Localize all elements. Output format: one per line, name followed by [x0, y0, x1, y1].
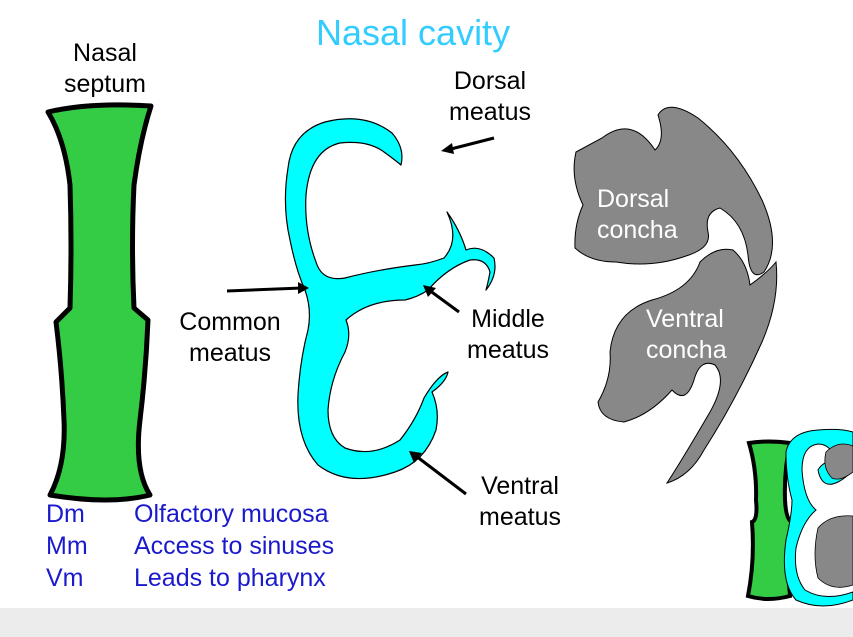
- label-common-meatus-line2: meatus: [189, 339, 271, 367]
- thumbnail-dorsal-concha-shape: [824, 443, 853, 480]
- label-ventral-concha-line2: concha: [646, 336, 727, 364]
- label-ventral-concha-line1: Ventral: [646, 305, 724, 333]
- label-nasal-septum-line2: septum: [64, 70, 146, 98]
- legend-row: Dm Olfactory mucosa: [46, 498, 334, 530]
- dorsal-concha-shape: [573, 106, 773, 276]
- label-ventral-meatus-line2: meatus: [479, 503, 561, 531]
- label-dorsal-meatus-line2: meatus: [449, 98, 531, 126]
- label-common-meatus-line1: Common: [179, 308, 281, 336]
- legend-meaning: Olfactory mucosa: [134, 500, 329, 528]
- legend-abbr: Dm: [46, 500, 85, 528]
- label-nasal-septum: Nasal septum: [55, 38, 155, 100]
- label-ventral-meatus-line1: Ventral: [481, 472, 559, 500]
- legend-meaning: Access to sinuses: [134, 532, 335, 560]
- label-middle-meatus-line2: meatus: [467, 336, 549, 364]
- arrowhead-middle-meatus: [423, 285, 436, 297]
- label-dorsal-concha: Dorsal concha: [597, 184, 678, 246]
- arrow-common-meatus: [226, 286, 303, 293]
- arrowhead-ventral-meatus: [409, 451, 422, 463]
- pointer-arrows: [226, 136, 495, 496]
- page-title: Nasal cavity: [316, 12, 511, 53]
- label-dorsal-meatus: Dorsal meatus: [440, 66, 540, 128]
- label-nasal-septum-line1: Nasal: [73, 39, 137, 67]
- arrow-middle-meatus: [428, 288, 460, 314]
- label-dorsal-concha-line1: Dorsal: [597, 185, 670, 213]
- ventral-concha-shape: [597, 248, 778, 484]
- label-dorsal-meatus-line1: Dorsal: [453, 67, 527, 95]
- arrowhead-common-meatus: [298, 282, 309, 294]
- legend-row: Vm Leads to pharynx: [46, 562, 334, 594]
- nasal-septum-shape: [45, 102, 154, 503]
- legend-abbr: Mm: [46, 532, 88, 560]
- label-common-meatus: Common meatus: [168, 307, 292, 369]
- label-ventral-concha: Ventral concha: [646, 304, 727, 366]
- footer-bar: [0, 608, 853, 637]
- arrow-dorsal-meatus: [446, 136, 495, 152]
- label-ventral-meatus: Ventral meatus: [468, 471, 572, 533]
- label-middle-meatus: Middle meatus: [455, 304, 561, 366]
- legend-abbr: Vm: [46, 564, 84, 592]
- legend-row: Mm Access to sinuses: [46, 530, 334, 562]
- arrowhead-dorsal-meatus: [441, 143, 454, 154]
- thumbnail-ventral-concha-shape: [814, 515, 853, 588]
- meatus-shape: [284, 118, 496, 480]
- arrow-ventral-meatus: [415, 454, 467, 496]
- label-middle-meatus-line1: Middle: [471, 305, 545, 333]
- legend-meaning: Leads to pharynx: [134, 564, 326, 592]
- label-dorsal-concha-line2: concha: [597, 216, 678, 244]
- thumbnail-diagram: [745, 428, 853, 607]
- legend: Dm Olfactory mucosa Mm Access to sinuses V…: [46, 498, 334, 594]
